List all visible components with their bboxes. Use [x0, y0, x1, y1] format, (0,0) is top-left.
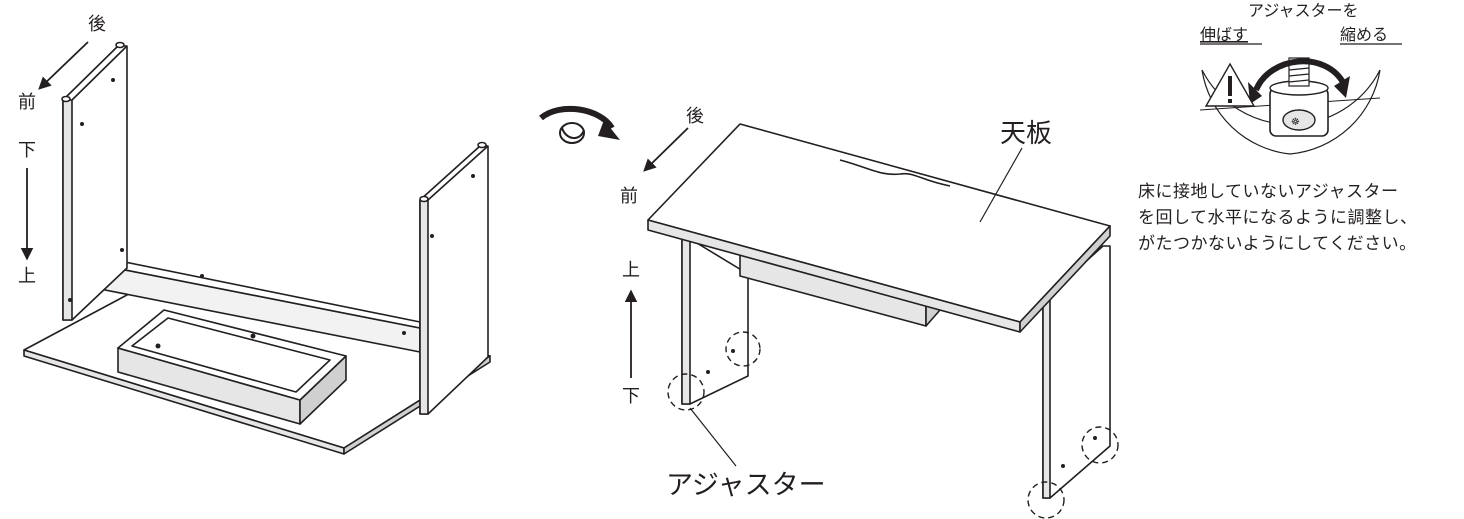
left-side-panel-edge: [62, 99, 73, 321]
caution-triangle-icon: [1204, 62, 1256, 107]
tabletop-side-edge: [1019, 225, 1111, 333]
left-front-label: 前: [18, 92, 36, 113]
left-leg: [681, 233, 749, 405]
center-back-label: 後: [686, 106, 704, 127]
screw-holes: [68, 78, 475, 349]
drawer-inner: [131, 317, 331, 393]
adjuster-detail-title: アジャスターを: [1248, 1, 1359, 20]
instruction-line-3: がたつかないようにしてください。: [1138, 234, 1417, 254]
right-side-panel-edge: [419, 199, 429, 415]
back-front-arrow: [38, 41, 89, 90]
dowels: [61, 41, 487, 203]
left-assembly-view: [23, 41, 491, 455]
tabletop-label: 天板: [1000, 119, 1052, 149]
instruction-line-1: 床に接地していないアジャスター: [1138, 182, 1399, 202]
rotation-arrow-icon: [1253, 58, 1347, 92]
left-down-label: 下: [18, 140, 36, 161]
left-leg-edge: [681, 233, 691, 405]
adjuster-markers: [667, 331, 1119, 519]
adjuster-marker-4: [1027, 481, 1065, 519]
left-up-label: 上: [18, 266, 36, 287]
svg-text:☸: ☸: [1291, 117, 1300, 128]
rotate-flip-icon: [539, 105, 620, 144]
center-front-label: 前: [620, 186, 638, 207]
adjuster-detail: ☸: [1199, 57, 1381, 155]
adjuster-screw: [1282, 109, 1316, 131]
shorten-label: 縮める: [1340, 25, 1388, 44]
center-up-label: 上: [622, 260, 640, 281]
center-down-label: 下: [622, 386, 640, 407]
tabletop-cutout: [839, 159, 951, 187]
left-orientation: 後 前 下 上: [18, 14, 106, 287]
left-back-label: 後: [88, 14, 106, 35]
right-side-panel: [419, 145, 489, 415]
center-assembly-view: [647, 123, 1111, 499]
extend-label: 伸ばす: [1200, 25, 1248, 44]
instruction-line-2: を回して水平になるように調整し、: [1138, 208, 1418, 228]
adjuster-leader: [689, 407, 737, 467]
adjuster-marker-3: [1081, 426, 1119, 464]
center-orientation: 後 前 上 下: [620, 106, 704, 407]
adjuster-marker-2: [725, 331, 761, 367]
right-leg-edge: [1042, 299, 1051, 499]
adjuster-marker-1: [667, 373, 705, 411]
tabletop-leader: [979, 147, 1023, 223]
adjuster-label: アジャスター: [666, 470, 826, 501]
adjuster-instruction: 床に接地していないアジャスター を回して水平になるように調整し、 がたつかないよ…: [1138, 179, 1458, 257]
